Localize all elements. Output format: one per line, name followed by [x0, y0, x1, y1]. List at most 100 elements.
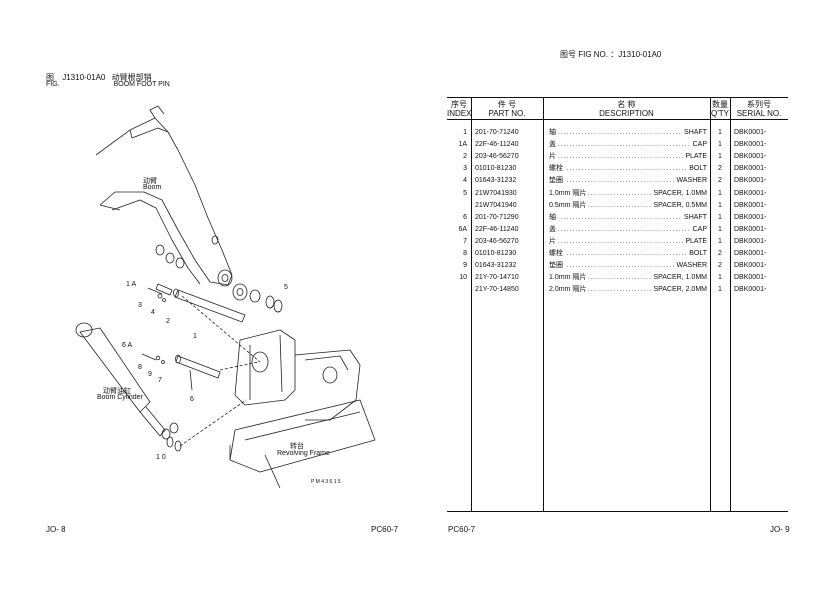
row-part-no: 01643-31232 — [475, 262, 517, 270]
row-description: ........................................… — [549, 152, 707, 163]
boom-cylinder — [79, 327, 151, 413]
row-qty: 1 — [718, 153, 722, 161]
leader-dots: ........................................… — [549, 286, 707, 294]
row-serial: DBK0001- — [734, 213, 767, 221]
callout-4: 4 — [151, 309, 155, 316]
frame-bracket — [234, 329, 296, 406]
row-desc-cn: 片 — [549, 153, 558, 161]
row-part-no: 203-46-56270 — [475, 237, 519, 245]
row-index: 2 — [463, 153, 467, 161]
row-part-no: 22F-46-11240 — [475, 141, 519, 149]
leader-dots: ........................................… — [549, 250, 707, 257]
exploded-view-drawing — [75, 105, 376, 489]
row-qty: 1 — [718, 274, 722, 282]
row-qty: 2 — [718, 262, 722, 270]
row-serial: DBK0001- — [734, 177, 767, 185]
row-description: ........................................… — [549, 224, 707, 235]
row-index: 6A — [458, 225, 467, 233]
row-part-no: 21Y-70-14850 — [475, 286, 519, 294]
row-index: 10 — [459, 274, 467, 282]
callout-3: 3 — [138, 302, 142, 309]
title-en: BOOM FOOT PIN — [113, 81, 170, 88]
row-desc-en: CAP — [690, 140, 707, 151]
col-rule-3 — [710, 97, 711, 512]
row-description: ........................................… — [549, 164, 707, 175]
leader-dots: ........................................… — [549, 141, 707, 149]
row-serial: DBK0001- — [734, 153, 767, 161]
leader-dots: ........................................… — [549, 177, 707, 185]
row-serial: DBK0001- — [734, 165, 767, 173]
leader-dots: ........................................… — [549, 153, 707, 161]
row-part-no: 201-70-71290 — [475, 213, 519, 221]
row-part-no: 01010-81230 — [475, 250, 517, 257]
leader-dots: ........................................… — [549, 129, 707, 136]
row-desc-en: PLATE — [683, 236, 707, 247]
row-serial: DBK0001- — [734, 274, 767, 282]
row-index: 6 — [463, 213, 467, 221]
row-qty: 2 — [718, 165, 722, 173]
row-qty: 2 — [718, 177, 722, 185]
callout-6a: 6 A — [122, 342, 133, 349]
row-description: ........................................… — [549, 249, 707, 259]
row-index: 7 — [463, 237, 467, 245]
row-description: ........................................… — [549, 212, 707, 223]
row-serial: DBK0001- — [734, 141, 767, 149]
callout-1a: 1 A — [126, 281, 137, 288]
row-qty: 1 — [718, 237, 722, 245]
row-index: 1 — [463, 129, 467, 136]
row-part-no: 01643-31232 — [475, 177, 517, 185]
table-bottom-rule — [447, 511, 788, 512]
row-desc-cn: 螺栓 — [549, 250, 565, 257]
row-desc-cn: 2.0mm 隔片 — [549, 286, 589, 294]
row-qty: 1 — [718, 129, 722, 136]
row-desc-en: SPACER, 1.0MM — [651, 273, 707, 284]
row-part-no: 21W7041940 — [475, 201, 517, 209]
row-qty: 2 — [718, 250, 722, 257]
row-index: 4 — [463, 177, 467, 185]
row-desc-en: WASHER — [674, 176, 707, 187]
row-serial: DBK0001- — [734, 286, 767, 294]
row-serial: DBK0001- — [734, 262, 767, 270]
row-description: ........................................… — [549, 188, 707, 199]
row-part-no: 201-70-71240 — [475, 129, 519, 136]
row-serial: DBK0001- — [734, 189, 767, 197]
cylinder-label-cn: 动臂油缸 — [103, 388, 131, 395]
row-desc-cn: 1.0mm 隔片 — [549, 274, 589, 282]
cylinder-label-en: Boom Cylinder — [97, 394, 143, 401]
leader-dots: ........................................… — [549, 262, 707, 270]
callout-7: 7 — [158, 377, 162, 384]
callout-8: 8 — [138, 364, 142, 371]
row-desc-en: SHAFT — [682, 128, 707, 138]
row-desc-cn: 轴 — [549, 129, 558, 136]
row-desc-cn: 轴 — [549, 213, 558, 221]
row-desc-en: SPACER, 2.0MM — [651, 285, 707, 296]
frame-label-cn: 转台 — [290, 443, 304, 450]
row-description: ........................................… — [549, 200, 707, 211]
row-description: ........................................… — [549, 140, 707, 151]
leader-dots: ........................................… — [549, 165, 707, 173]
table-top-rule — [447, 97, 788, 98]
row-part-no: 22F-46-11240 — [475, 225, 519, 233]
row-description: ........................................… — [549, 261, 707, 272]
callout-2: 2 — [166, 318, 170, 325]
leader-dots: ........................................… — [549, 225, 707, 233]
fig-line-2: FIG. BOOM FOOT PIN — [46, 81, 170, 88]
table-header-rule — [447, 119, 788, 120]
row-description: ........................................… — [549, 285, 707, 296]
row-description: ........................................… — [549, 236, 707, 247]
drawing-code: P M 4 3 6 1 5 — [311, 479, 341, 485]
row-qty: 1 — [718, 213, 722, 221]
title-cn: 动臂根部销 — [111, 73, 152, 82]
row-serial: DBK0001- — [734, 129, 767, 136]
boom-label-en: Boom — [143, 184, 162, 191]
row-desc-en: CAP — [690, 224, 707, 235]
row-desc-cn: 螺栓 — [549, 165, 565, 173]
page-number-right: JO- 9 — [770, 525, 790, 534]
row-description: ........................................… — [549, 176, 707, 187]
page-number-left: JO- 8 — [46, 525, 66, 534]
model-right: PC60-7 — [448, 525, 476, 534]
